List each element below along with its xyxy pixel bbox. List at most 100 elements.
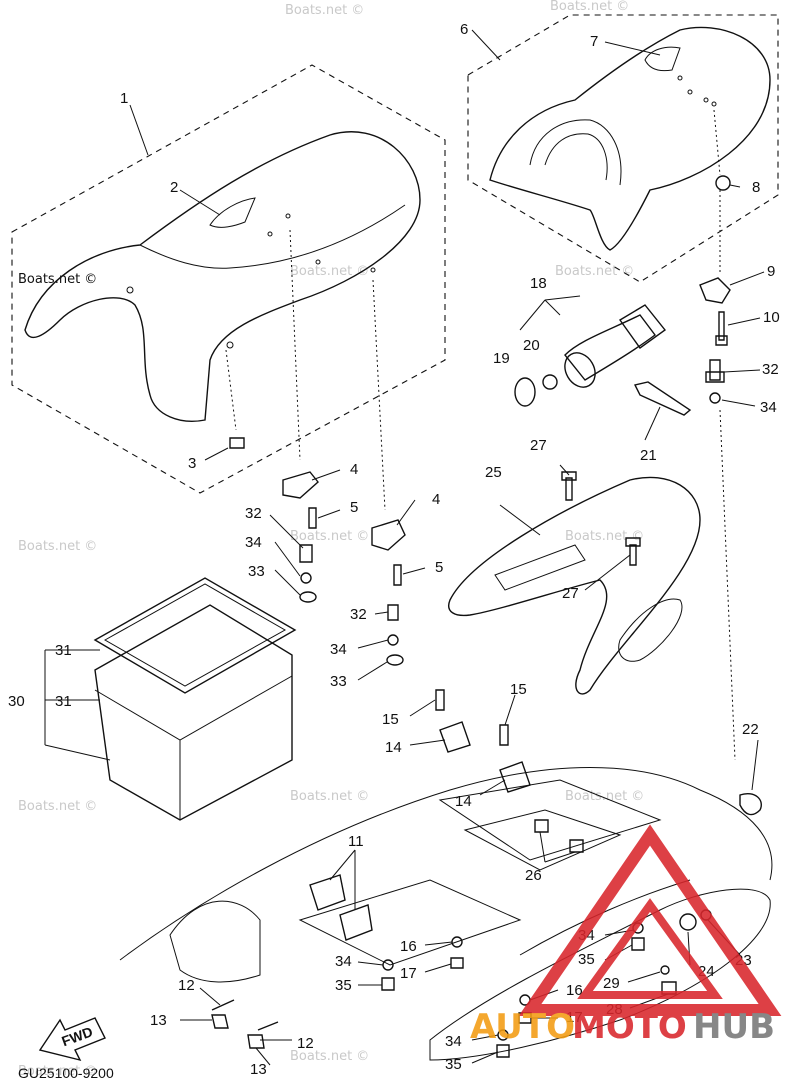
callout-35c: 35 (445, 1056, 462, 1073)
part-25-lid (448, 476, 701, 695)
callout-34b: 34 (330, 641, 347, 658)
watermark-text: Boats.net © (565, 789, 644, 804)
callout-11: 11 (348, 833, 364, 850)
hull-deck (119, 767, 773, 961)
callout-17: 17 (400, 965, 417, 982)
logo-text-auto: AUTO (470, 1007, 575, 1047)
callout-19: 19 (493, 350, 510, 367)
part-15-bolt (435, 689, 445, 711)
callout-5: 5 (350, 499, 358, 516)
callout-12: 12 (178, 977, 195, 994)
watermark-text: Boats.net © (285, 3, 364, 18)
part-34-washer (300, 572, 312, 584)
part-33-washer (386, 654, 404, 666)
part-30-bin (94, 604, 293, 821)
part-32-standoff (299, 544, 313, 563)
part-34-washer (387, 634, 399, 646)
watermark-text: Boats.net © (555, 264, 634, 279)
automotohub-logo: AUTO MOTO HUB (470, 824, 782, 1047)
callout-29: 29 (603, 975, 620, 992)
part-4-bracket (282, 471, 319, 499)
callout-13: 13 (150, 1012, 167, 1029)
part-26-bolt (534, 819, 549, 833)
watermark-text: Boats.net © (18, 799, 97, 814)
callout-7: 7 (590, 33, 598, 50)
part-5-bolt (393, 564, 402, 586)
rear-seat-strap (644, 46, 681, 72)
part-12-bolt (257, 1021, 279, 1031)
part-17-nut (450, 957, 464, 969)
part-22-hose (739, 793, 762, 816)
callout-35: 35 (335, 977, 352, 994)
fwd-arrow: FWD (38, 1017, 106, 1062)
callout-8: 8 (752, 179, 760, 196)
part-9-bracket (699, 277, 731, 304)
callout-4: 4 (350, 461, 358, 478)
callout-31: 31 (55, 642, 72, 659)
part-32-standoff (705, 359, 725, 383)
callout-13b: 13 (250, 1061, 267, 1078)
part-31-seal (93, 577, 297, 694)
callout-4b: 4 (432, 491, 440, 508)
part-29-washer (660, 965, 670, 975)
part-27-bolt (561, 471, 577, 501)
callout-27: 27 (530, 437, 547, 454)
rear-seat-handle (529, 119, 622, 186)
callout-27b: 27 (562, 585, 579, 602)
callout-33b: 33 (330, 673, 347, 690)
callout-18: 18 (530, 275, 547, 292)
part-24-nut (679, 913, 697, 931)
rear-seat-outline (489, 26, 771, 251)
part-13-nut (211, 1014, 229, 1029)
logo-triangle-inner (577, 898, 723, 999)
callout-34d: 34 (335, 953, 352, 970)
logo-triangle-outer (518, 824, 782, 1016)
part-18-duct (564, 314, 656, 381)
callout-34c: 34 (760, 399, 777, 416)
callout-35b: 35 (578, 951, 595, 968)
callout-9: 9 (767, 263, 775, 280)
callout-16b: 16 (566, 982, 583, 999)
callout-2: 2 (170, 179, 178, 196)
part-8-grommet (715, 175, 731, 191)
callout-34: 34 (245, 534, 262, 551)
front-seat-strap (209, 197, 256, 228)
part-10-bolt (715, 311, 728, 346)
rear-seat-group-box (467, 14, 779, 283)
callout-34f: 34 (445, 1033, 462, 1050)
callout-25: 25 (485, 464, 502, 481)
watermark-text: Boats.net © (290, 529, 369, 544)
callout-31b: 31 (55, 693, 72, 710)
callout-32c: 32 (762, 361, 779, 378)
callout-14: 14 (385, 739, 402, 756)
callout-10: 10 (763, 309, 780, 326)
part-32-standoff (387, 604, 399, 621)
callout-26: 26 (525, 867, 542, 884)
part-34-washer (709, 392, 721, 404)
callout-16: 16 (400, 938, 417, 955)
part-35-nut (496, 1044, 510, 1058)
callout-22: 22 (742, 721, 759, 738)
part-18-bellows (564, 352, 596, 388)
watermark-text: Boats.net © (18, 1064, 97, 1079)
part-5-bolt (308, 507, 317, 529)
part-21-strap (633, 381, 692, 416)
callout-15: 15 (382, 711, 399, 728)
part-26-bolt (569, 839, 584, 853)
diagram-code: GU25100-9200 (18, 1065, 114, 1081)
logo-text-hub: HUB (693, 1007, 775, 1047)
front-seat-edge (139, 204, 406, 269)
logo-text-moto: MOTO (572, 1007, 687, 1047)
part-20-oring (542, 374, 558, 390)
callout-1: 1 (120, 90, 128, 107)
callout-5b: 5 (435, 559, 443, 576)
callout-21: 21 (640, 447, 657, 464)
callout-12b: 12 (297, 1035, 314, 1052)
part-27-bolt (625, 537, 641, 566)
callout-15b: 15 (510, 681, 527, 698)
part-11-mount (339, 904, 373, 941)
callout-14b: 14 (455, 793, 472, 810)
watermark-text: Boats.net © (290, 264, 369, 279)
